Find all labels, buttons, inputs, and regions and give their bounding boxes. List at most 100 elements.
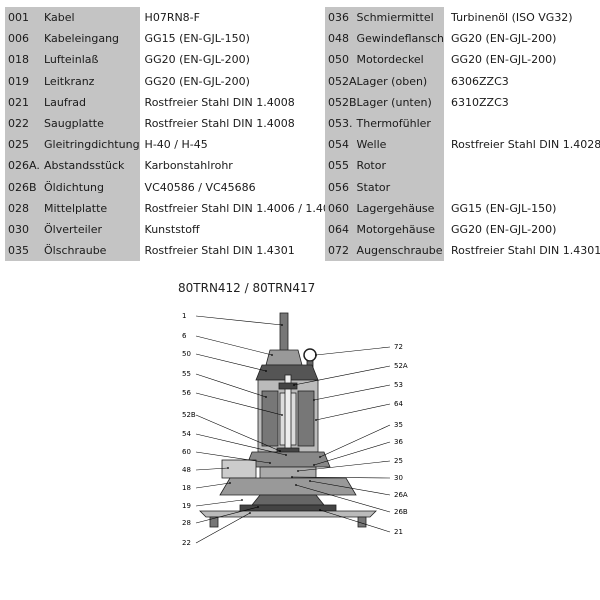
part-number: 028 <box>5 197 44 219</box>
part-material: Karbonstahlrohr <box>144 159 233 173</box>
callout-label: 19 <box>182 502 191 510</box>
callout-label: 21 <box>394 528 403 536</box>
part-name: Lager (unten) <box>356 91 445 113</box>
callout-dot <box>227 467 229 469</box>
part-material: GG15 (EN-GJL-150) <box>451 201 557 215</box>
callout-dot <box>241 499 243 501</box>
part-name: Motorgehäuse <box>356 218 445 241</box>
callout-label: 6 <box>182 332 187 340</box>
part-material: GG20 (EN-GJL-200) <box>451 222 557 236</box>
callout-leader <box>319 424 391 458</box>
part-number: 030 <box>5 218 44 241</box>
callout-label: 55 <box>182 370 191 378</box>
part-name: Gewindeflansch <box>356 28 445 50</box>
callout-label: 1 <box>182 312 186 320</box>
guide-ring <box>219 477 357 496</box>
callout-leader <box>195 482 231 489</box>
part-material <box>444 155 600 176</box>
part-name: Saugplatte <box>44 112 140 135</box>
callout-label: 72 <box>394 343 403 351</box>
callout-label: 36 <box>394 438 403 446</box>
callout-dot <box>315 419 317 421</box>
part-name: Öldichtung <box>44 176 140 198</box>
pump-cross-section-drawing: 1650555652B546048181928227252A5364353625… <box>182 312 408 547</box>
callout-leader <box>195 414 281 452</box>
callout-dot <box>291 476 293 478</box>
callout-leader <box>291 476 391 479</box>
pump-body <box>199 312 377 528</box>
part-name: Ölschraube <box>44 240 140 262</box>
part-number: 072 <box>325 240 357 262</box>
part-material: Rostfreier Stahl DIN 1.4301 <box>144 244 295 258</box>
callout-leader <box>195 315 283 326</box>
part-name: Lufteinlaß <box>44 49 140 71</box>
part-name: Thermofühler <box>356 112 445 135</box>
part-number: 050 <box>325 49 357 71</box>
callout-leader <box>195 392 283 416</box>
part-name: Abstandsstück <box>44 155 140 177</box>
part-material: H07RN8-F <box>144 11 200 25</box>
callout-leader <box>195 499 243 507</box>
part-name: Schmiermittel <box>356 7 445 29</box>
part-number: 036 <box>325 7 357 29</box>
callout-dot <box>313 464 315 466</box>
part-material: Rostfreier Stahl DIN 1.4006 / 1.4008 <box>144 201 344 215</box>
part-name: Leitkranz <box>44 70 140 92</box>
callout-leader <box>297 460 391 472</box>
callout-leader <box>195 433 287 456</box>
callout-dot <box>315 354 317 356</box>
callout-leader <box>195 451 271 464</box>
part-name: Gleitringdichtung <box>44 134 140 156</box>
part-number: 052A <box>325 70 357 92</box>
callout-label: 50 <box>182 350 191 358</box>
part-number: 048 <box>325 28 357 50</box>
part-material: GG20 (EN-GJL-200) <box>451 32 557 46</box>
callout-label: 35 <box>394 421 403 429</box>
callout-leader <box>293 365 391 386</box>
part-name: Welle <box>356 134 445 156</box>
part-material: Rostfreier Stahl DIN 1.4008 <box>144 95 295 109</box>
part-name: Stator <box>356 176 445 198</box>
part-number: 035 <box>5 240 44 262</box>
callout-leader <box>195 467 229 471</box>
part-material: GG20 (EN-GJL-200) <box>451 53 557 67</box>
upper-bearing <box>278 382 298 390</box>
part-material <box>444 113 600 134</box>
callout-label: 30 <box>394 474 403 482</box>
part-number: 026B <box>5 176 44 198</box>
part-material: H-40 / H-45 <box>144 138 208 152</box>
part-number: 064 <box>325 218 357 241</box>
callout-dot <box>249 512 251 514</box>
callout-leader <box>309 480 391 496</box>
eye-bolt <box>303 348 317 362</box>
callout-dot <box>269 462 271 464</box>
model-title: 80TRN412 / 80TRN417 <box>178 281 316 295</box>
callout-dot <box>281 324 283 326</box>
base-stand <box>199 510 377 518</box>
callout-leader <box>195 335 273 356</box>
part-number: 019 <box>5 70 44 92</box>
part-number: 001 <box>5 7 44 29</box>
callout-label: 53 <box>394 381 403 389</box>
callout-leader <box>195 373 267 398</box>
part-number: 054 <box>325 134 357 156</box>
callout-dot <box>265 370 267 372</box>
callout-label: 28 <box>182 519 191 527</box>
callout-dot <box>257 506 259 508</box>
callout-dot <box>281 414 283 416</box>
callout-leader <box>295 484 391 513</box>
part-material: Turbinenöl (ISO VG32) <box>451 11 573 25</box>
callout-label: 64 <box>394 400 403 408</box>
callout-label: 60 <box>182 448 191 456</box>
part-name: Kabeleingang <box>44 28 140 50</box>
